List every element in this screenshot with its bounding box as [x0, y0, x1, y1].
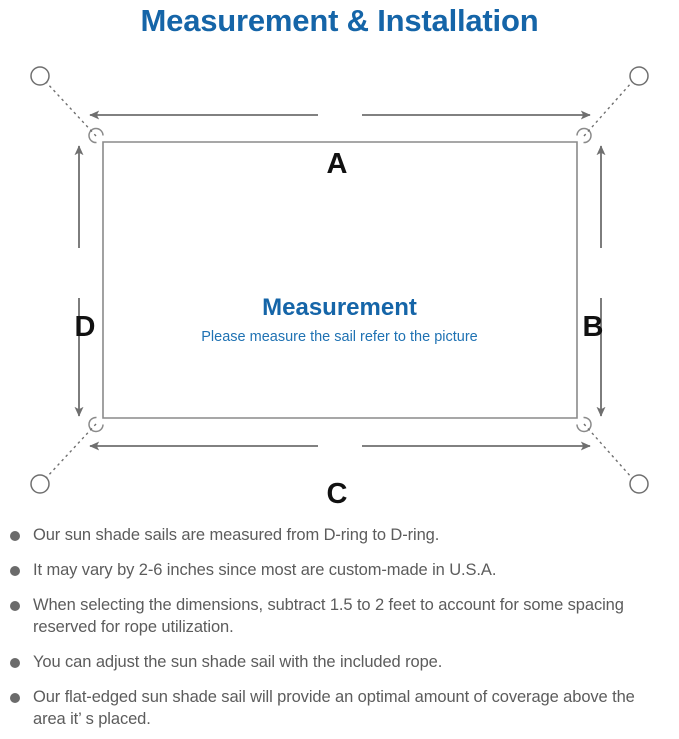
note-text: Our sun shade sails are measured from D-… [33, 526, 440, 544]
list-item: When selecting the dimensions, subtract … [0, 594, 679, 638]
sail-outline [102, 141, 578, 419]
dimension-label-a: A [326, 148, 348, 180]
notes-list: Our sun shade sails are measured from D-… [0, 524, 679, 739]
sun-shade-sail-diagram: Measurement Please measure the sail refe… [0, 50, 679, 510]
sail-label-measurement: Measurement [262, 294, 417, 321]
bullet-icon [10, 531, 20, 541]
bullet-icon [10, 601, 20, 611]
list-item: It may vary by 2-6 inches since most are… [0, 559, 679, 581]
note-text: It may vary by 2-6 inches since most are… [33, 561, 497, 579]
bullet-icon [10, 658, 20, 668]
diagram-svg [30, 66, 649, 494]
page-title: Measurement & Installation [140, 3, 539, 38]
sail-sublabel-instruction: Please measure the sail refer to the pic… [201, 329, 478, 345]
dimension-label-c: C [326, 478, 348, 510]
dimension-label-d: D [74, 311, 96, 343]
bullet-icon [10, 693, 20, 703]
bullet-icon [10, 566, 20, 576]
anchor-point-bottom-left [30, 423, 97, 494]
note-text: Our flat-edged sun shade sail will provi… [33, 688, 635, 728]
list-item: You can adjust the sun shade sail with t… [0, 651, 679, 673]
note-text: You can adjust the sun shade sail with t… [33, 653, 443, 671]
anchor-point-top-left [30, 66, 97, 137]
list-item: Our sun shade sails are measured from D-… [0, 524, 679, 546]
anchor-point-bottom-right [583, 423, 649, 494]
dimension-label-b: B [582, 311, 604, 343]
note-text: When selecting the dimensions, subtract … [33, 596, 624, 636]
anchor-point-top-right [583, 66, 649, 137]
list-item: Our flat-edged sun shade sail will provi… [0, 686, 679, 730]
